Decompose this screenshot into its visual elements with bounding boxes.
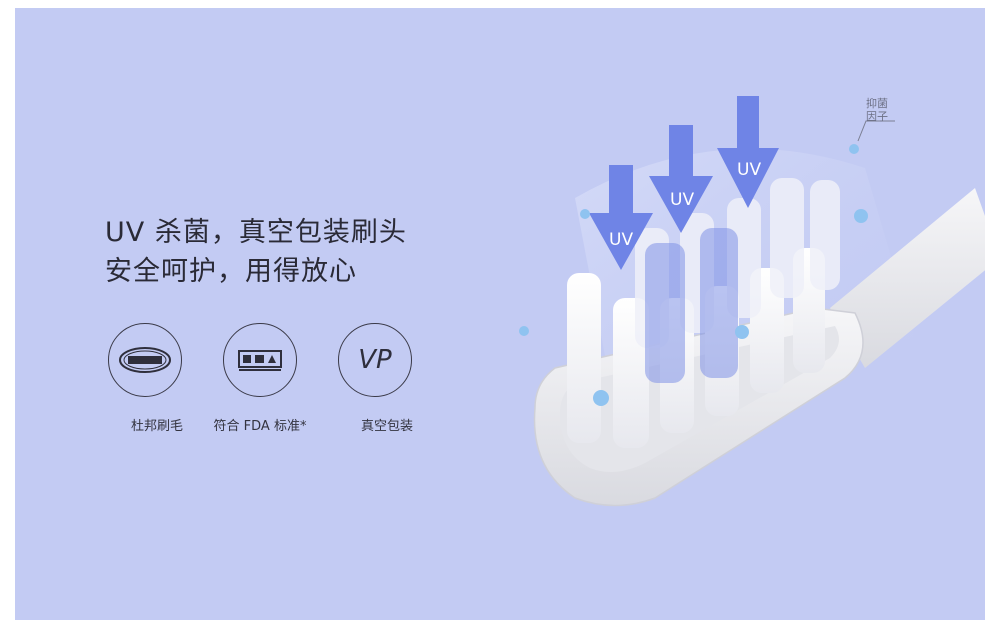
toothbrush-illustration xyxy=(519,96,985,507)
particle-dot xyxy=(735,325,749,339)
uv-arrow xyxy=(649,125,713,233)
bristle-tufts xyxy=(567,178,840,448)
product-banner: UV UV UV 抑菌 因子 UV 杀菌，真空包装刷头 安全呵护，用得放心 杜邦… xyxy=(15,8,985,620)
uv-arrow xyxy=(589,165,653,270)
uv-lit-tuft xyxy=(700,228,738,378)
bristle-tuft xyxy=(770,178,804,298)
uv-arrow xyxy=(717,96,779,208)
badge-label: 杜邦刷毛 xyxy=(130,419,183,434)
toothbrush-neck xyxy=(830,188,985,368)
particle-dot xyxy=(854,209,868,223)
particle-dot xyxy=(849,144,859,154)
particle-dot xyxy=(580,209,590,219)
fda-logo-icon xyxy=(223,323,297,397)
particle-dot xyxy=(519,326,529,336)
uv-arrow-label: UV xyxy=(609,230,634,250)
vp-icon: VP xyxy=(338,323,412,397)
badge-label: 符合 FDA 标准* xyxy=(213,419,307,434)
bristle-tuft xyxy=(810,180,840,290)
uv-arrow-label: UV xyxy=(737,160,762,180)
bristle-tuft xyxy=(567,273,601,443)
antibacterial-particles xyxy=(519,144,868,406)
headline: UV 杀菌，真空包装刷头 安全呵护，用得放心 xyxy=(105,213,407,291)
antibacterial-factor-label: 抑菌 因子 xyxy=(866,97,888,123)
dupont-logo-icon xyxy=(108,323,182,397)
uv-arrow-label: UV xyxy=(670,190,695,210)
badge-vp: VP 真空包装 xyxy=(337,323,413,435)
uv-arrows xyxy=(589,96,779,270)
headline-line-2: 安全呵护，用得放心 xyxy=(105,256,357,287)
badge-dupont: 杜邦刷毛 xyxy=(107,323,183,435)
factor-pointer-line xyxy=(857,120,895,142)
badge-fda: 符合 FDA 标准* xyxy=(214,323,306,435)
headline-line-1: UV 杀菌，真空包装刷头 xyxy=(105,217,407,248)
uv-lit-tuft xyxy=(645,243,685,383)
badge-label: 真空包装 xyxy=(360,419,413,434)
particle-dot xyxy=(593,390,609,406)
